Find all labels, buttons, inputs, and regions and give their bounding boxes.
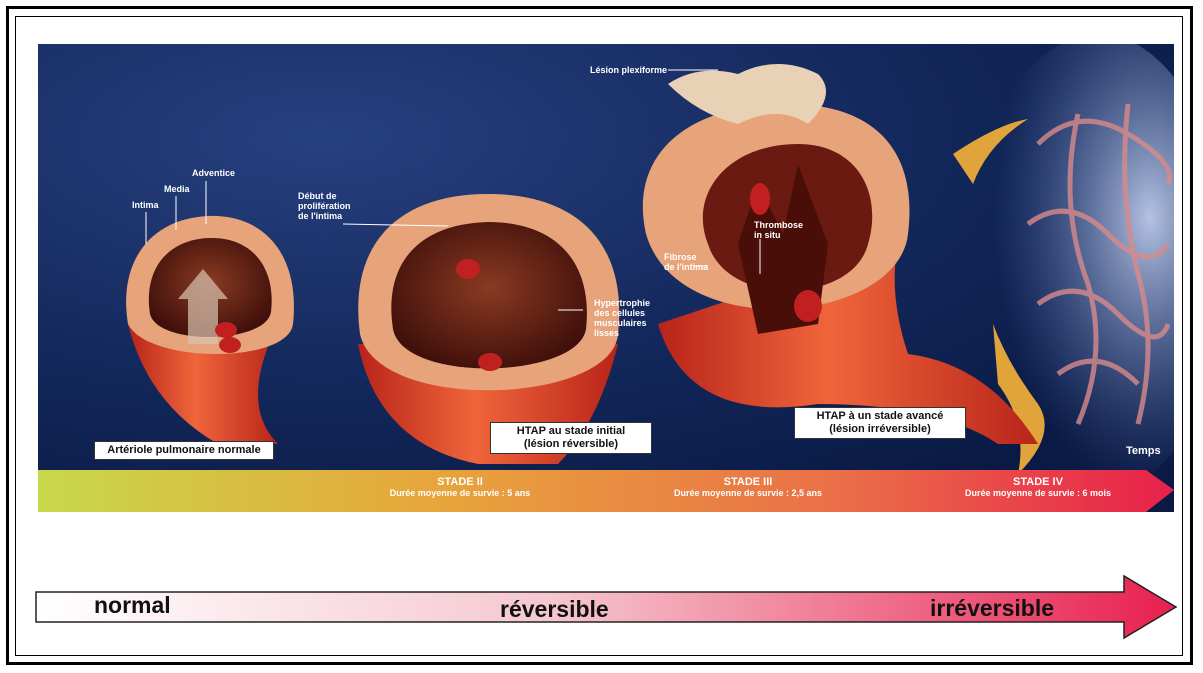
- stage-4: STADE IV Durée moyenne de survie : 6 moi…: [918, 476, 1158, 498]
- bottom-label-irreversible: irréversible: [930, 595, 1054, 622]
- label-temps: Temps: [1126, 446, 1161, 456]
- label-fibrose: Fibrose de l'intima: [664, 252, 708, 272]
- label-debut-proliferation: Début de prolifération de l'intima: [298, 191, 351, 221]
- box-arteriole-normale: Artériole pulmonaire normale: [94, 441, 274, 460]
- stage-2-survival: Durée moyenne de survie : 5 ans: [340, 488, 580, 498]
- label-thrombose-line-1: Thrombose: [754, 220, 803, 230]
- stage-2: STADE II Durée moyenne de survie : 5 ans: [340, 476, 580, 498]
- bottom-label-normal: normal: [94, 592, 171, 619]
- illustration-panel: Adventice Media Intima Début de prolifér…: [38, 44, 1174, 512]
- stage-3-survival: Durée moyenne de survie : 2,5 ans: [628, 488, 868, 498]
- label-debut-line-2: prolifération: [298, 201, 351, 211]
- box-htap-avance: HTAP à un stade avancé (lésion irréversi…: [794, 407, 966, 439]
- stage-3: STADE III Durée moyenne de survie : 2,5 …: [628, 476, 868, 498]
- label-thrombose: Thrombose in situ: [754, 220, 803, 240]
- label-lesion-plexiforme: Lésion plexiforme: [590, 65, 667, 75]
- box-htap-avance-line-1: HTAP à un stade avancé: [799, 410, 961, 423]
- box-htap-initial: HTAP au stade initial (lésion réversible…: [490, 422, 652, 454]
- stage-3-name: STADE III: [628, 476, 868, 488]
- label-media: Media: [164, 184, 190, 194]
- box-htap-initial-line-2: (lésion réversible): [495, 438, 647, 451]
- label-debut-line-1: Début de: [298, 191, 351, 201]
- label-fibrose-line-2: de l'intima: [664, 262, 708, 272]
- label-thrombose-line-2: in situ: [754, 230, 803, 240]
- bottom-label-reversible: réversible: [500, 596, 609, 623]
- label-hyper-line-1: Hypertrophie: [594, 298, 650, 308]
- stage-2-name: STADE II: [340, 476, 580, 488]
- stage-4-survival: Durée moyenne de survie : 6 mois: [918, 488, 1158, 498]
- box-htap-initial-line-1: HTAP au stade initial: [495, 425, 647, 438]
- label-adventice: Adventice: [192, 168, 235, 178]
- label-debut-line-3: de l'intima: [298, 211, 351, 221]
- stage-4-name: STADE IV: [918, 476, 1158, 488]
- label-hyper-line-4: lisses: [594, 328, 650, 338]
- label-intima: Intima: [132, 200, 159, 210]
- label-hypertrophie: Hypertrophie des cellules musculaires li…: [594, 298, 650, 338]
- label-fibrose-line-1: Fibrose: [664, 252, 708, 262]
- box-htap-avance-line-2: (lésion irréversible): [799, 423, 961, 436]
- label-hyper-line-3: musculaires: [594, 318, 650, 328]
- label-hyper-line-2: des cellules: [594, 308, 650, 318]
